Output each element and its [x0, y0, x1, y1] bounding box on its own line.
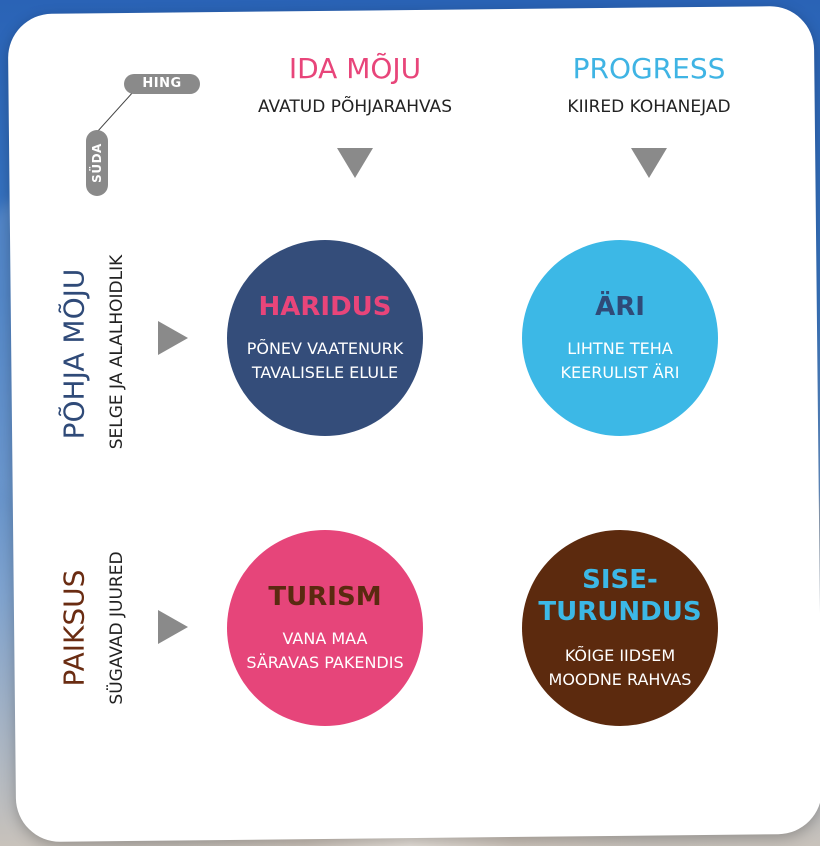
- cell-description-line: KEERULIST ÄRI: [560, 363, 680, 382]
- column-title-ida-moju: IDA MÕJU: [288, 52, 422, 85]
- cell-description-line: PÕNEV VAATENURK: [246, 339, 404, 358]
- cell-description-line: LIHTNE TEHA: [567, 339, 673, 358]
- cell-title: TURISM: [268, 582, 382, 612]
- cell-title: HARIDUS: [258, 292, 392, 322]
- cell-title-line: TURUNDUS: [538, 597, 702, 627]
- cell-description-line: TAVALISELE ELULE: [251, 363, 399, 382]
- column-title-progress: PROGRESS: [572, 52, 726, 85]
- column-subtitle-progress: KIIRED KOHANEJAD: [567, 97, 731, 117]
- cell-description-line: MOODNE RAHVAS: [548, 670, 692, 689]
- cell-turism: TURISM VANA MAA SÄRAVAS PAKENDIS: [227, 530, 423, 726]
- cell-description-line: KÕIGE IIDSEM: [564, 646, 676, 665]
- cell-siseturundus: SISE- TURUNDUS KÕIGE IIDSEM MOODNE RAHVA…: [522, 530, 718, 726]
- cell-description: LIHTNE TEHA KEERULIST ÄRI: [561, 337, 680, 385]
- arrow-down-icon: [631, 148, 667, 178]
- hing-badge: HING: [124, 74, 200, 94]
- cell-haridus: HARIDUS PÕNEV VAATENURK TAVALISELE ELULE: [227, 240, 423, 436]
- cell-description-line: SÄRAVAS PAKENDIS: [246, 653, 404, 672]
- cell-description: PÕNEV VAATENURK TAVALISELE ELULE: [247, 337, 404, 385]
- cell-description: KÕIGE IIDSEM MOODNE RAHVAS: [549, 644, 692, 692]
- row-title-pohja-moju: PÕHJA MÕJU: [57, 268, 91, 440]
- cell-title-line: SISE-: [582, 565, 658, 595]
- suda-badge: SÜDA: [86, 130, 108, 196]
- arrow-right-icon: [158, 610, 188, 644]
- cell-title: SISE- TURUNDUS: [538, 564, 701, 628]
- column-subtitle-ida-moju: AVATUD PÕHJARAHVAS: [258, 97, 452, 117]
- row-title-paiksus: PAIKSUS: [57, 569, 91, 687]
- cell-title: ÄRI: [595, 292, 645, 322]
- arrow-down-icon: [337, 148, 373, 178]
- cell-ari: ÄRI LIHTNE TEHA KEERULIST ÄRI: [522, 240, 718, 436]
- row-subtitle-pohja-moju: SELGE JA ALALHOIDLIK: [107, 254, 127, 450]
- suda-badge-label: SÜDA: [90, 143, 104, 183]
- row-subtitle-paiksus: SÜGAVAD JUURED: [107, 551, 127, 705]
- cell-description: VANA MAA SÄRAVAS PAKENDIS: [246, 627, 403, 675]
- arrow-right-icon: [158, 321, 188, 355]
- cell-description-line: VANA MAA: [282, 629, 368, 648]
